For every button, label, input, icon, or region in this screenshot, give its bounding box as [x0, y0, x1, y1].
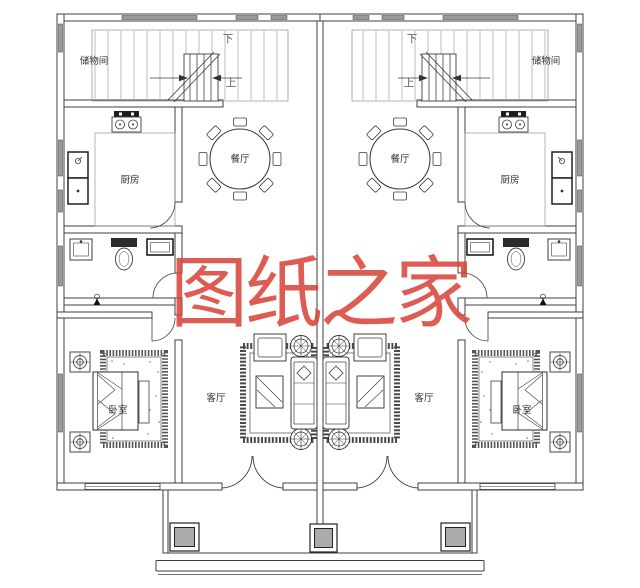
label-dining-right: 餐厅 [390, 153, 410, 165]
label-stair-up-left: 上 [226, 77, 237, 89]
label-living-left: 客厅 [206, 392, 226, 404]
watermark-text: 图纸之家 [170, 249, 471, 339]
room-labels: 储物间 储物间 厨房 厨房 餐厅 餐厅 客厅 客厅 卧室 卧室 [80, 55, 561, 416]
label-stair-up-right: 上 [404, 77, 415, 89]
stair-direction-labels: 下 下 上 上 [223, 33, 418, 89]
label-bedroom-right: 卧室 [512, 404, 531, 416]
label-stair-down-right: 下 [407, 33, 418, 45]
porch [155, 523, 485, 575]
label-kitchen-right: 厨房 [500, 174, 519, 186]
label-living-right: 客厅 [414, 392, 434, 404]
label-bedroom-left: 卧室 [108, 404, 127, 416]
label-dining-left: 餐厅 [230, 153, 250, 165]
label-storage-left: 储物间 [80, 55, 109, 67]
label-storage-right: 储物间 [532, 55, 561, 67]
label-stair-down-left: 下 [223, 33, 234, 45]
label-kitchen-left: 厨房 [120, 174, 139, 186]
porch-center-column [309, 523, 338, 553]
